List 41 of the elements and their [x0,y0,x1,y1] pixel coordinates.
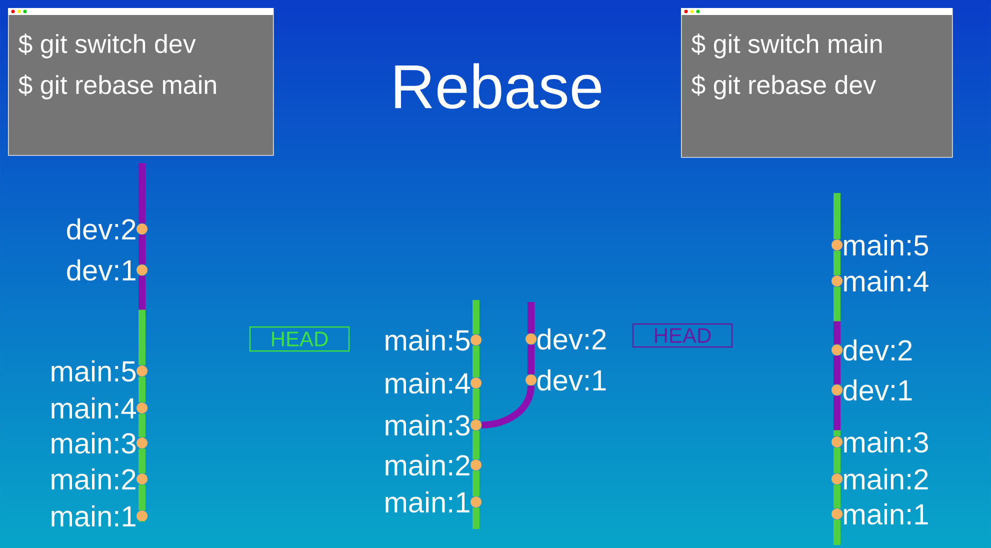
head-tag: HEAD [249,326,350,352]
commit-label: main:5 [52,360,136,382]
commit-label: main:2 [52,468,136,490]
branch-line [138,484,146,510]
commit-label: main:3 [52,432,136,454]
commit-label: main:3 [386,414,470,436]
slide-title: Rebase [395,63,602,109]
head-tag: HEAD [632,323,733,348]
commit-label: main:2 [844,468,928,490]
branch-line [482,385,534,428]
commit-label: main:2 [386,454,470,476]
branch-line [138,448,146,474]
commit-label: dev:1 [537,369,606,391]
commit-label: dev:1 [843,379,912,401]
branch-line [834,448,840,474]
terminal-window: $ git switch main $ git rebase dev [681,8,953,158]
branch-line [472,346,480,378]
terminal-window: $ git switch dev $ git rebase main [8,8,274,156]
commit-label: main:4 [386,372,470,394]
branch-line [472,388,480,420]
branch-line [138,414,146,438]
commit-label: main:4 [52,397,136,419]
commit-label: main:5 [386,329,470,351]
branch-line [834,484,840,508]
commit-label: dev:2 [67,218,136,240]
commit-label: dev:2 [843,339,912,361]
commit-label: main:3 [844,431,928,453]
commit-label: main:1 [844,503,928,525]
commit-label: dev:2 [537,328,606,350]
commit-label: dev:1 [67,259,136,281]
branch-line [834,356,840,384]
branch-line [138,234,146,264]
branch-line [528,344,534,374]
branch-line [472,470,480,496]
commit-label: main:4 [844,270,928,292]
branch-line [138,376,146,402]
commit-label: main:1 [386,491,470,513]
commit-label: main:5 [844,234,928,256]
branch-line [472,430,480,460]
branch-line [834,250,840,276]
commit-label: main:1 [52,505,136,527]
